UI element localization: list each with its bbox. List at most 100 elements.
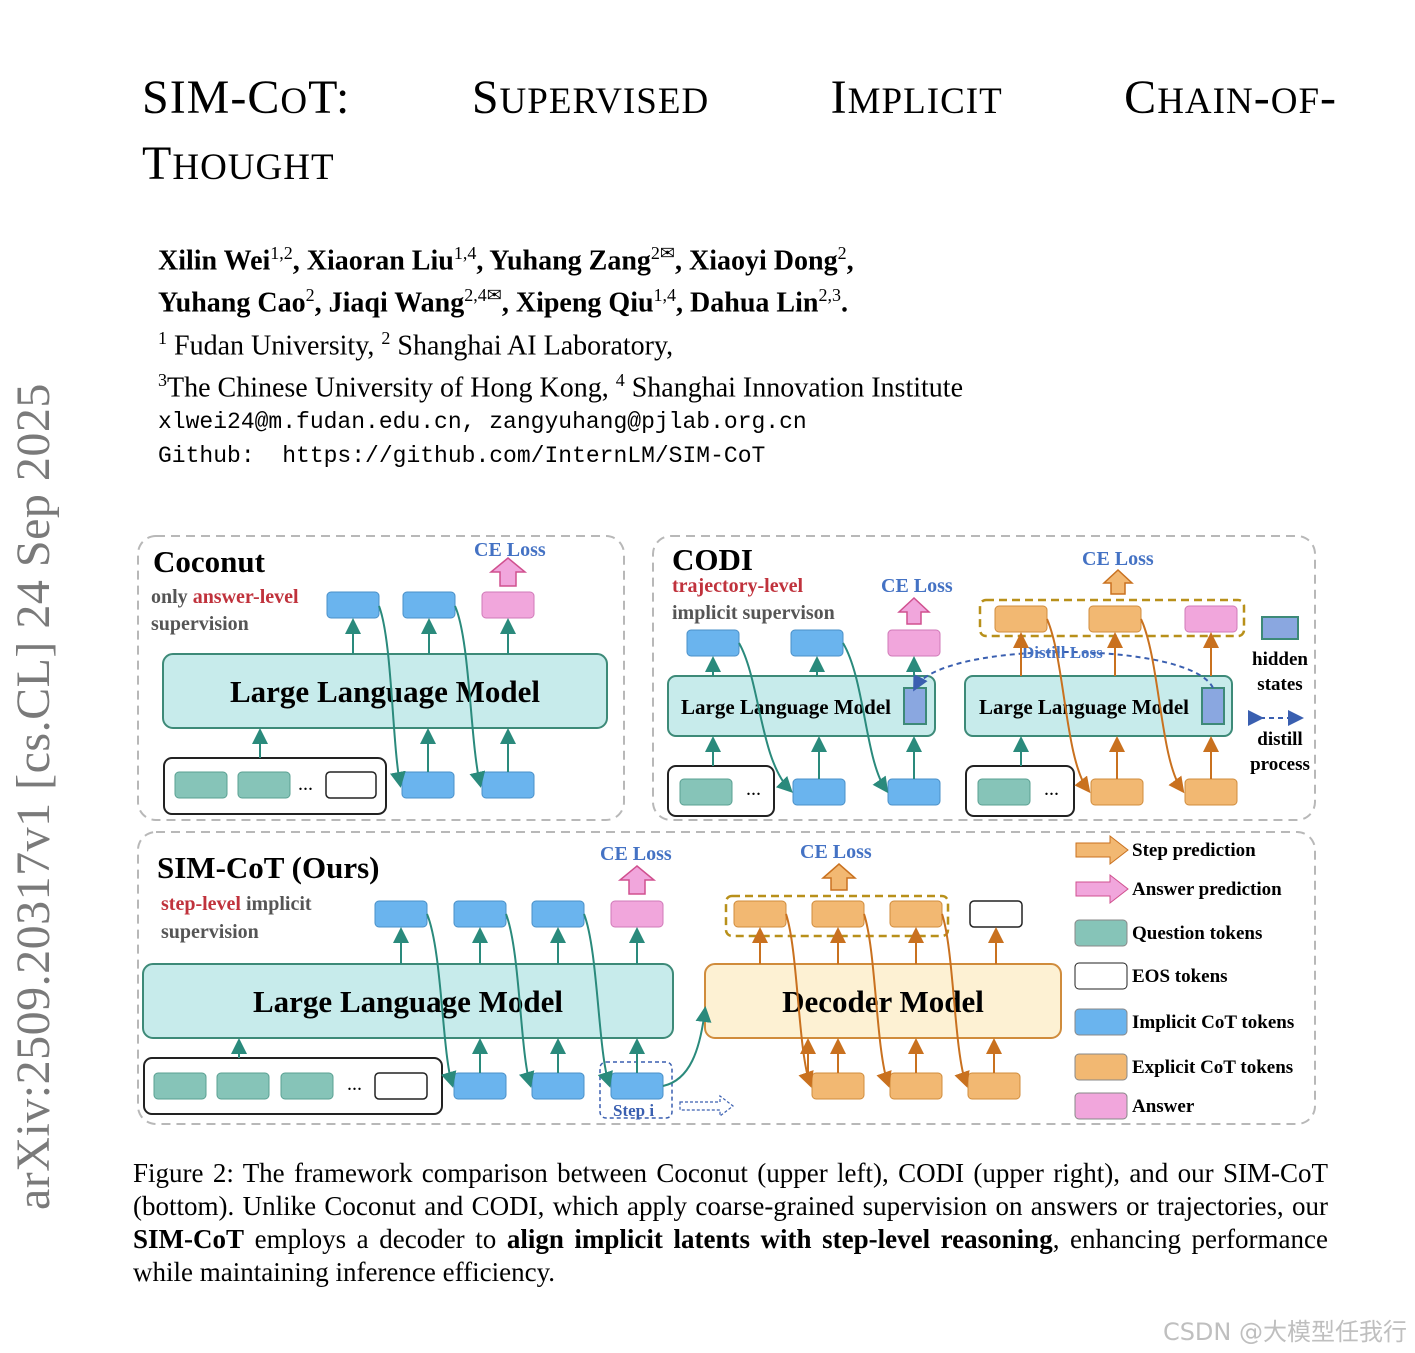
legend-swatch-pink-arrow [1075,873,1129,905]
title-word-3: IMPLICIT [830,71,1003,124]
codi-left-answer [887,629,941,657]
legend-swatch-orange-arrow [1075,834,1129,866]
simcot-llm-box [142,963,674,1039]
coconut-title: Coconut [153,544,266,579]
codi-right-q-token [977,778,1031,806]
coconut-llm-box [162,653,608,729]
simcot-llm-label: Large Language Model [253,984,563,1019]
legend-label-1: Step prediction [1132,840,1256,861]
watermark: CSDN @大模型任我行 [1162,1318,1407,1346]
codi-llm-left-label: Large Language Model [681,695,891,719]
simcot-title: SIM-CoT (Ours) [157,850,379,885]
codi-step-arrow [1102,568,1134,595]
codi-answer-arrow [897,596,931,625]
codi-left-q-token [679,778,733,806]
legend-swatch-teal [1074,919,1128,947]
legend-swatch-pink [1074,1092,1128,1120]
affiliation-line-1: 1 Fudan University, 2 Shanghai AI Labora… [158,327,674,361]
simcot-step-group [724,894,950,938]
coconut-out-token-2 [402,591,456,619]
coconut-subtitle-2: supervision [151,613,249,635]
codi-left-latent-1 [792,778,846,806]
simcot-decoder-box [704,963,1062,1039]
codi-legend-distill-2: process [1250,754,1310,775]
codi-right-step-in-1 [1090,778,1144,806]
simcot-answer [610,900,664,928]
codi-legend-hidden-1: hidden [1252,649,1308,670]
simcot-step-i-arrow [679,1094,734,1118]
title-word-1: SIM-COT: [142,71,351,124]
codi-right-step-1 [994,605,1048,633]
coconut-llm-label: Large Language Model [230,674,540,709]
codi-hidden-left [903,687,927,725]
codi-distill-loss: Distill Loss [1022,643,1103,662]
github-link[interactable]: Github: https://github.com/InternLM/SIM-… [158,443,766,470]
simcot-out-2 [453,900,507,928]
codi-legend-hidden-2: states [1257,674,1302,695]
legend-label-5: Implicit CoT tokens [1132,1012,1294,1033]
arxiv-stamp: arXiv:2509.20317v1 [cs.CL] 24 Sep 2025 [7,383,60,1210]
codi-llm-right [964,675,1233,737]
coconut-panel [137,535,625,821]
simcot-latent-2 [531,1072,585,1100]
codi-subtitle-1: trajectory-level [672,575,803,597]
simcot-subtitle-1: step-level implicit [161,893,312,915]
simcot-step-arrow [821,863,857,891]
simcot-dec-in-2 [889,1072,943,1100]
coconut-q-token-1 [174,771,228,799]
simcot-eos-token [374,1072,428,1100]
coconut-q-token-2 [237,771,291,799]
codi-right-input-group [965,765,1075,817]
codi-ce-loss-right: CE Loss [1082,548,1154,570]
coconut-subtitle-1: only answer-level [151,586,299,608]
codi-right-ellipsis: ... [1044,778,1059,800]
simcot-panel [137,831,1316,1125]
coconut-answer-arrow [488,557,528,587]
simcot-dec-in-1 [811,1072,865,1100]
codi-step-group [978,598,1246,638]
simcot-subtitle-2: supervision [161,921,259,943]
codi-legend-hidden-swatch [1261,616,1299,640]
simcot-step-i-group [599,1061,673,1119]
simcot-out-3 [531,900,585,928]
simcot-ce-loss-left: CE Loss [600,843,672,865]
codi-panel [652,535,1316,821]
codi-left-input-group [667,765,775,817]
legend-swatch-orange [1074,1053,1128,1081]
legend-label-2: Answer prediction [1132,879,1282,900]
simcot-dec-out-1 [733,900,787,928]
coconut-input-group [163,757,387,815]
simcot-q-token-3 [280,1072,334,1100]
coconut-ce-loss: CE Loss [474,539,546,561]
figure-caption: Figure 2: The framework comparison betwe… [133,1158,1328,1287]
simcot-q-token-2 [216,1072,270,1100]
emails: xlwei24@m.fudan.edu.cn, zangyuhang@pjlab… [158,409,807,436]
codi-subtitle-2: implicit supervison [672,602,835,624]
simcot-latent-3 [610,1072,664,1100]
simcot-dec-out-3 [889,900,943,928]
simcot-ellipsis: ... [347,1073,362,1095]
legend-swatch-blue [1074,1008,1128,1036]
codi-llm-right-label: Large Language Model [979,695,1189,719]
codi-left-latent-2 [887,778,941,806]
coconut-out-token-1 [326,591,380,619]
authors-block: Xilin Wei1,2, Xiaoran Liu1,4, Yuhang Zan… [158,236,963,473]
author-line-1: Xilin Wei1,2, Xiaoran Liu1,4, Yuhang Zan… [158,243,854,277]
legend-label-3: Question tokens [1132,923,1262,944]
title-word-4: CHAIN-OF- [1124,71,1337,124]
coconut-latent-token-1 [401,771,455,799]
codi-left-out-1 [686,629,740,657]
simcot-step-i-label: Step i [613,1101,654,1120]
codi-left-out-2 [790,629,844,657]
affiliation-line-2: 3The Chinese University of Hong Kong, 4 … [158,369,964,404]
codi-ce-loss-left: CE Loss [881,575,953,597]
title-word-2: SUPERVISED [471,71,710,124]
simcot-dec-eos [969,900,1023,928]
codi-llm-left [667,675,936,737]
coconut-eos-token [325,771,377,799]
simcot-dec-out-2 [811,900,865,928]
codi-legend-distill-1: distill [1257,729,1302,750]
